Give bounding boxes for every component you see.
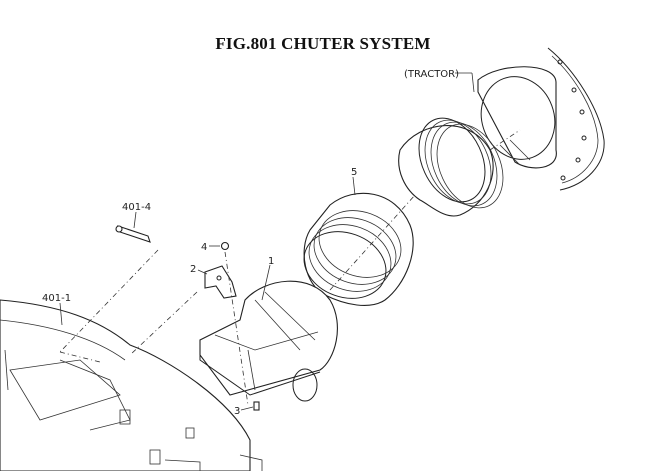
part-3-bolt: [253, 401, 260, 411]
callout-5: 5: [351, 167, 357, 178]
leader-3: [240, 406, 254, 411]
callout-3: 3: [234, 406, 240, 417]
centerline-bolt: [224, 251, 249, 406]
centerline-bracket: [129, 291, 198, 356]
part-401-4-pin: [115, 225, 151, 243]
figure-title: FIG.801 CHUTER SYSTEM: [215, 34, 431, 53]
tractor-cylinder: [477, 66, 557, 169]
callout-2: 2: [190, 264, 196, 275]
leader-5: [352, 176, 356, 196]
flex-hose-upper: [398, 117, 504, 217]
callout-tractor: (TRACTOR): [404, 69, 459, 80]
callout-401-1: 401-1: [42, 293, 71, 304]
leader-401-1: [59, 302, 63, 326]
callout-401-4: 401-4: [122, 202, 151, 213]
part-2-bracket: [204, 265, 237, 299]
callout-1: 1: [268, 256, 274, 267]
centerline-chute: [329, 194, 416, 291]
part-1-chute: [199, 280, 338, 402]
part-4-nut: [220, 241, 230, 251]
part-5-adapter: [303, 192, 414, 306]
tractor-flange: [547, 47, 605, 191]
leader-2: [197, 269, 208, 275]
callout-4: 4: [201, 242, 207, 253]
centerline-pin-b: [59, 351, 101, 363]
leader-1: [261, 264, 271, 301]
leader-401-4: [133, 211, 137, 229]
part-401-1-deck: [0, 299, 263, 471]
